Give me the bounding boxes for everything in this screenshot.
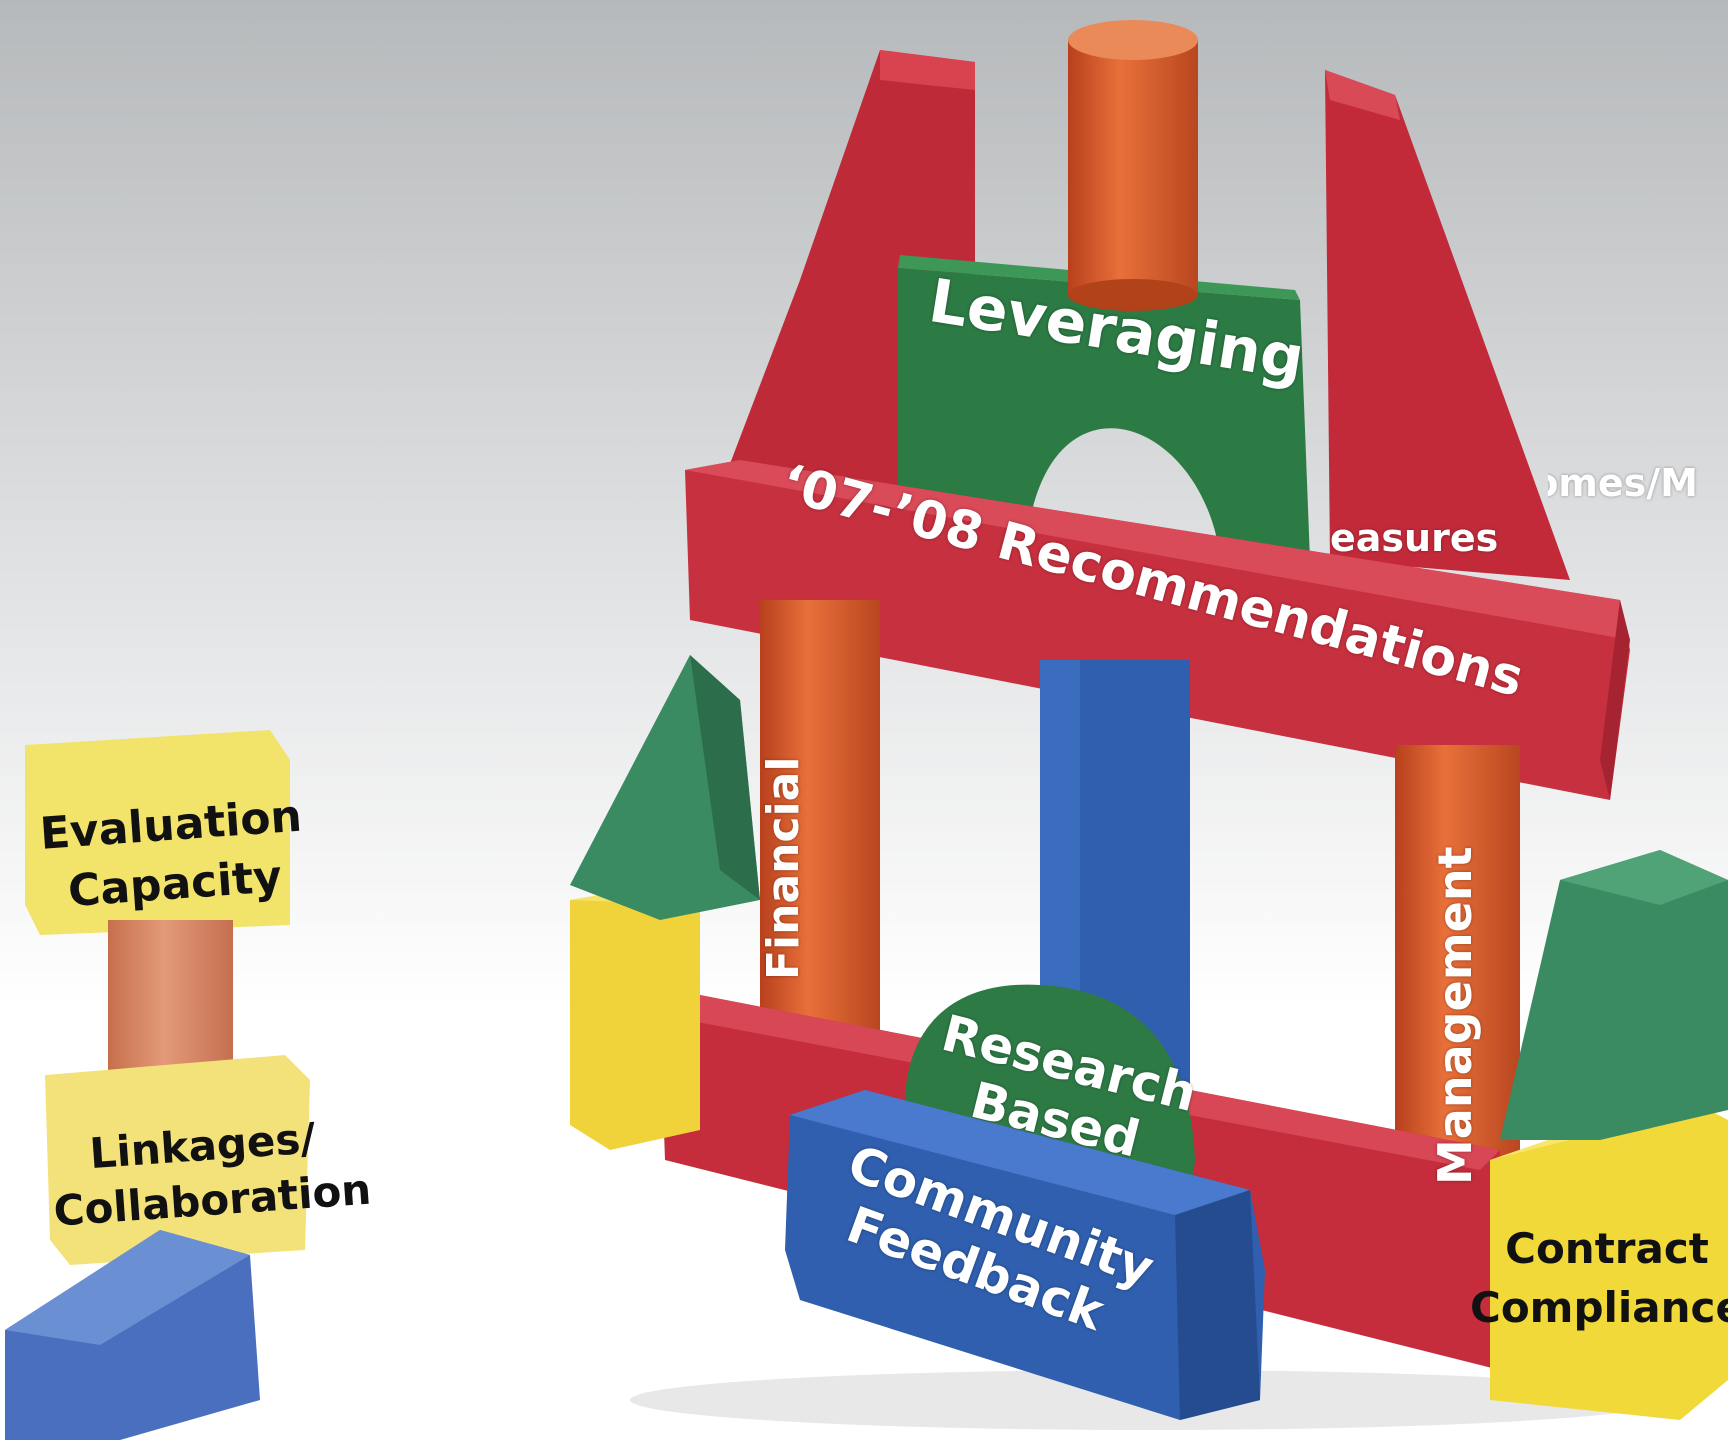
financial-label: Financial — [758, 756, 809, 980]
contract-line2: Compliance — [1470, 1282, 1728, 1332]
contract-line1: Contract — [1505, 1224, 1709, 1273]
contract-compliance-label: Contract Compliance — [1470, 1220, 1728, 1338]
management-label: Management — [1428, 846, 1482, 1185]
outcomes-line1: Outcomes/M — [1548, 461, 1698, 505]
outcomes-measures-label: Outcomes/M — [1548, 452, 1728, 514]
outcomes-measures-crop: Outcomes/M — [1548, 440, 1728, 570]
outcomes-measures-label-line2: easures — [1330, 516, 1499, 560]
linkages-collaboration-label: Linkages/ Collaboration — [48, 1108, 373, 1239]
evaluation-capacity-label: Evaluation Capacity — [38, 787, 308, 924]
